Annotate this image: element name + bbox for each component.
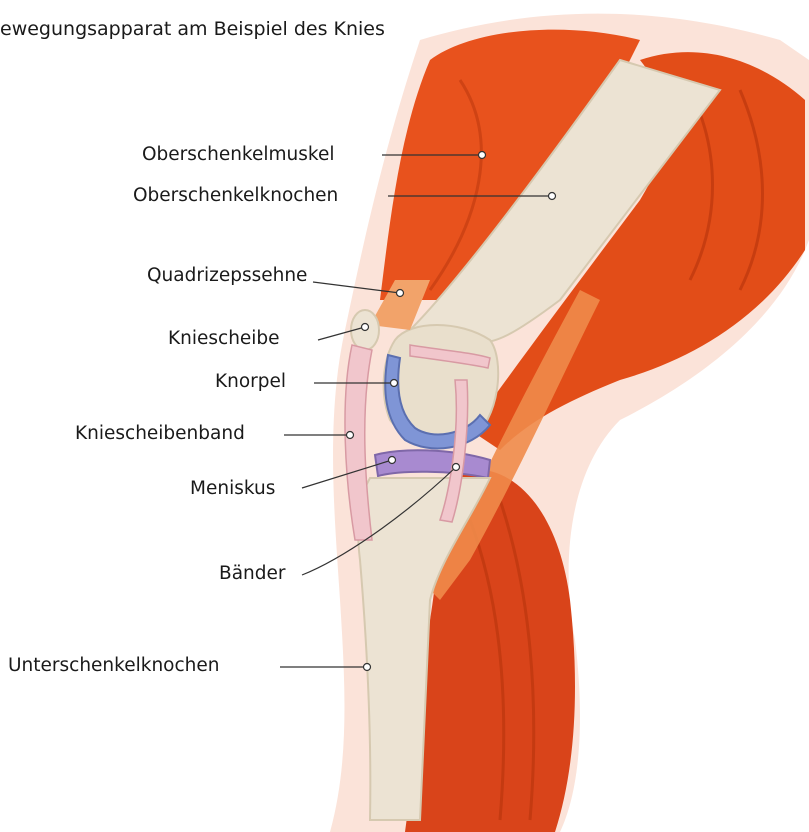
label-oberschenkelknochen: Oberschenkelknochen [133, 185, 338, 207]
label-oberschenkelmuskel: Oberschenkelmuskel [142, 144, 334, 166]
label-meniskus: Meniskus [190, 478, 275, 500]
label-knorpel: Knorpel [215, 371, 286, 393]
label-unterschenkelknochen: Unterschenkelknochen [8, 655, 220, 677]
label-kniescheibenband: Kniescheibenband [75, 423, 245, 445]
label-kniescheibe: Kniescheibe [168, 328, 280, 350]
label-quadrizepssehne: Quadrizepssehne [147, 265, 307, 287]
label-baender: Bänder [219, 563, 285, 585]
